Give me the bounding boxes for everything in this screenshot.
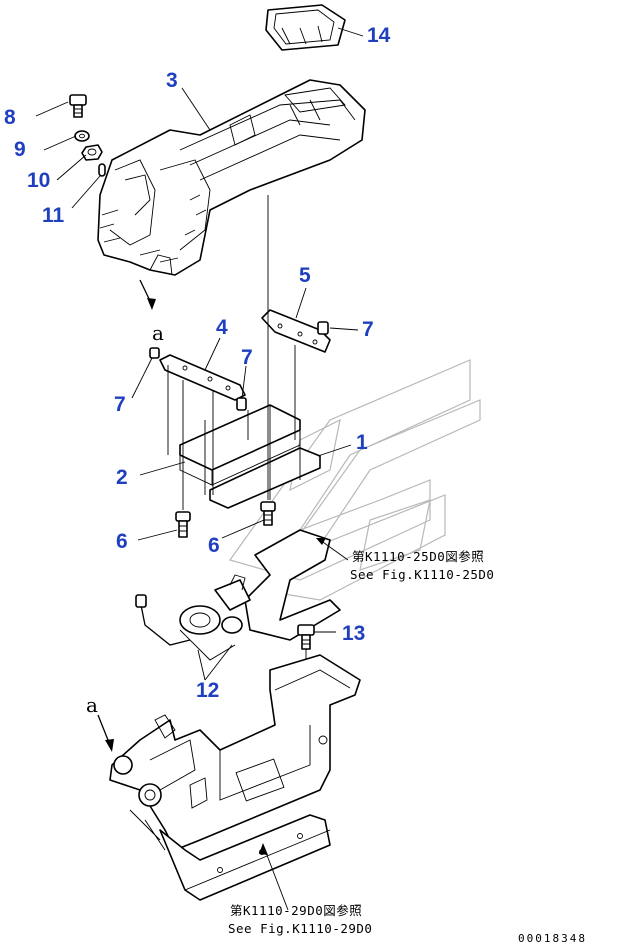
marker-a-bottom: a (86, 693, 98, 717)
leader-lines (35, 27, 364, 911)
part-5-bracket (261, 309, 331, 353)
reference-lower-en: See Fig.K1110-29D0 (228, 921, 372, 936)
callout-3: 3 (166, 69, 178, 92)
part-6-bolt-right (260, 501, 276, 526)
part-12-nut (81, 144, 103, 161)
callout-1: 1 (356, 431, 368, 454)
part-7-clip-right (317, 321, 329, 335)
reference-upper-jp: 第K1110-25D0図参照 (352, 549, 484, 564)
part-6-bolt-left (175, 511, 191, 538)
marker-arrow-bottom (97, 714, 114, 752)
callout-6-left: 6 (116, 530, 128, 553)
callout-4: 4 (216, 316, 228, 339)
callout-7-left: 7 (114, 393, 126, 416)
lower-frame (109, 654, 361, 901)
part-1-bracket (204, 405, 321, 509)
marker-a-top: a (152, 321, 164, 345)
callout-7-right: 7 (362, 318, 374, 341)
callout-7-center: 7 (241, 346, 253, 369)
part-7-clip-center (236, 397, 247, 411)
part-11-washer (74, 130, 90, 142)
callout-10: 8 (4, 106, 16, 129)
callout-8: 12 (196, 679, 219, 702)
callout-9: 13 (342, 622, 365, 645)
part-4-bracket (159, 354, 246, 401)
part-10-bolt (69, 94, 87, 118)
callout-11: 9 (14, 138, 26, 161)
part-7-clip-left (149, 347, 160, 359)
part-14-cup-holder (265, 4, 346, 51)
part-3-console-cover (97, 79, 366, 276)
part-13-pin (98, 163, 106, 177)
assembly-lines (167, 195, 296, 510)
drawing-code: 00018348 (518, 932, 587, 945)
callout-14: 14 (367, 24, 391, 47)
reference-lower-jp: 第K1110-29D0図参照 (230, 903, 362, 918)
reference-upper-en: See Fig.K1110-25D0 (350, 567, 494, 582)
callout-12: 10 (27, 169, 50, 192)
callout-2: 2 (116, 466, 128, 489)
callout-5: 5 (299, 264, 311, 287)
part-9-bolt (297, 624, 315, 668)
part-8-lever-assembly (135, 529, 341, 661)
marker-arrow-top (139, 279, 156, 310)
callout-13: 11 (42, 204, 65, 227)
callout-6-right: 6 (208, 534, 220, 557)
